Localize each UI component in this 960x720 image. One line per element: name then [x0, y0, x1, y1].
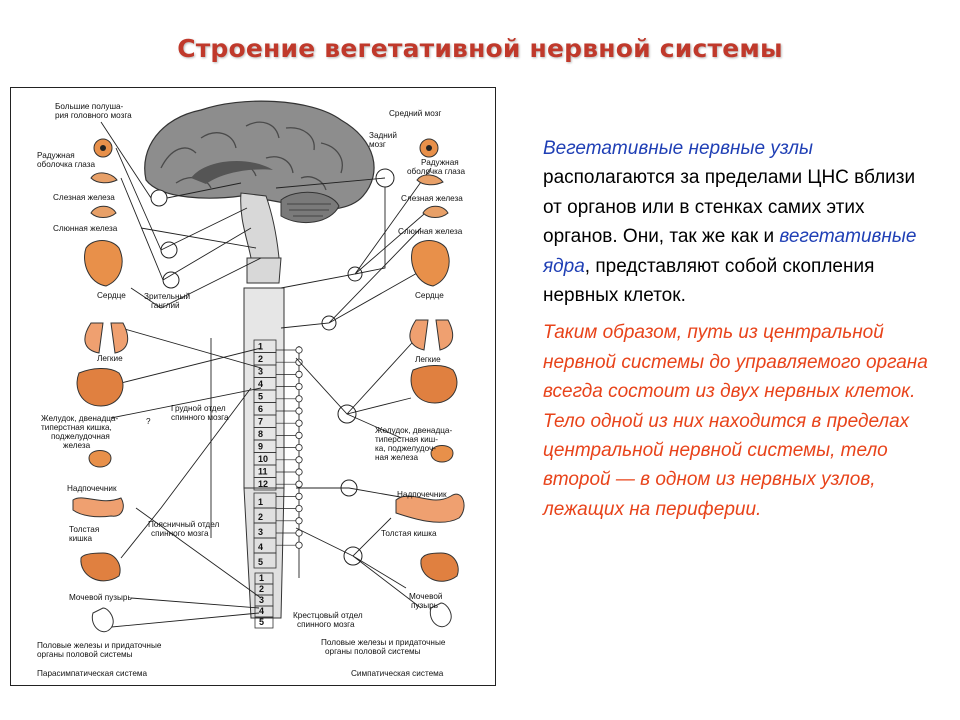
label-sacral: спинного мозга [297, 620, 355, 629]
thoracic-segment-number: 7 [258, 417, 263, 427]
chain-ganglion [296, 383, 302, 389]
label-genitals-right: Половые железы и придаточные [321, 638, 446, 647]
label-colon-left: Толстая [69, 525, 99, 534]
label-heart-left: Сердце [97, 291, 126, 300]
chain-ganglion [296, 518, 302, 524]
label-system-sympathetic: Симпатическая система [351, 669, 444, 678]
label-hemispheres: Большие полуша- [55, 102, 124, 111]
label-stomach-left: поджелудочная [51, 432, 110, 441]
chain-ganglion [296, 396, 302, 402]
sacral-segment-number: 5 [259, 617, 264, 627]
thoracic-segment-number: 11 [258, 467, 268, 477]
label-system-parasympathetic: Парасимпатическая система [37, 669, 148, 678]
thoracic-segment-number: 12 [258, 479, 268, 489]
chain-ganglion [296, 420, 302, 426]
label-iris-right: Радужная [421, 158, 459, 167]
label-genitals-left: Половые железы и придаточные [37, 641, 162, 650]
thoracic-segment-number: 5 [258, 392, 263, 402]
label-iris-left: Радужная [37, 151, 75, 160]
sacral-segment-number: 4 [259, 606, 264, 616]
label-colon-left: кишка [69, 534, 92, 543]
label-bladder-right: Мочевой [409, 592, 443, 601]
label-midbrain: Средний мозг [389, 109, 441, 118]
label-salivary-right: Слюнная железа [398, 227, 463, 236]
sacral-segment-number: 3 [259, 595, 264, 605]
label-sacral: Крестцовый отдел [293, 611, 363, 620]
spinal-cord [244, 258, 284, 618]
label-lacrimal-right: Слезная железа [401, 194, 463, 203]
label-bladder-left: Мочевой пузырь [69, 593, 132, 602]
label-colon-right: Толстая кишка [381, 529, 437, 538]
label-stomach-right: ная железа [375, 453, 418, 462]
label-stomach-right: Желудок, двенадца- [375, 426, 452, 435]
lumbar-segment-number: 2 [258, 512, 263, 522]
label-lumbar: Поясничный отдел [148, 520, 219, 529]
label-lungs-right: Легкие [415, 355, 441, 364]
paragraph-ganglia: Вегетативные нервные узлы располагаются … [543, 134, 933, 310]
lumbar-segment-number: 1 [258, 497, 263, 507]
chain-ganglion [296, 457, 302, 463]
sacral-segment-number: 2 [259, 584, 264, 594]
sacral-segment-number: 1 [259, 573, 264, 583]
chain-ganglion [296, 542, 302, 548]
chain-ganglion [296, 347, 302, 353]
term-ganglia: Вегетативные нервные узлы [543, 138, 813, 159]
label-genitals-left: органы половой системы [37, 650, 133, 659]
label-hindbrain: Задний [369, 131, 397, 140]
label-adrenal-right: Надпочечник [397, 490, 447, 499]
label-bladder-right: пузырь [411, 601, 438, 610]
thoracic-segment-number: 8 [258, 429, 263, 439]
chain-ganglion [296, 371, 302, 377]
paragraph-ganglia-text-b: , представляют собой скопления нервных к… [543, 256, 874, 306]
label-hindbrain: мозг [369, 140, 386, 149]
thoracic-segment-number: 2 [258, 354, 263, 364]
thoracic-segment-number: 9 [258, 442, 263, 452]
label-hemispheres: рия головного мозга [55, 111, 132, 120]
label-optic-ganglion: Зрительный [144, 292, 190, 301]
label-stomach-right: ка, поджелудоч- [375, 444, 436, 453]
label-stomach-left: железа [63, 441, 91, 450]
chain-ganglion [296, 469, 302, 475]
organs-left [73, 139, 128, 632]
chain-ganglion [296, 444, 302, 450]
label-iris-left: оболочка глаза [37, 160, 96, 169]
thoracic-segment-number: 4 [258, 379, 263, 389]
question-mark: ? [146, 417, 151, 426]
thoracic-segment-number: 1 [258, 342, 263, 352]
organs-right [396, 139, 464, 627]
label-genitals-right: органы половой системы [325, 647, 421, 656]
lumbar-segment-number: 4 [258, 542, 263, 552]
chain-ganglion [296, 481, 302, 487]
label-stomach-right: типерстная киш- [375, 435, 438, 444]
label-lungs-left: Легкие [97, 354, 123, 363]
chain-ganglion [296, 359, 302, 365]
slide-title: Строение вегетативной нервной системы [0, 34, 960, 63]
label-optic-ganglion: ганглий [151, 301, 180, 310]
label-lacrimal-left: Слезная железа [53, 193, 115, 202]
label-lumbar: спинного мозга [151, 529, 209, 538]
chain-ganglion [296, 432, 302, 438]
label-adrenal-left: Надпочечник [67, 484, 117, 493]
label-salivary-left: Слюнная железа [53, 224, 118, 233]
lumbar-segment-number: 3 [258, 527, 263, 537]
thoracic-segment-number: 6 [258, 404, 263, 414]
chain-ganglion [296, 408, 302, 414]
lumbar-segment-number: 5 [258, 557, 263, 567]
label-thoracic: спинного мозга [171, 413, 229, 422]
chain-ganglion [296, 493, 302, 499]
thoracic-segment-number: 10 [258, 454, 268, 464]
explanation-text: Вегетативные нервные узлы располагаются … [543, 134, 933, 524]
chain-ganglion [296, 505, 302, 511]
label-stomach-left: Желудок, двенадца- [41, 414, 118, 423]
label-heart-right: Сердце [415, 291, 444, 300]
paragraph-conclusion: Таким образом, путь из центральной нервн… [543, 318, 933, 524]
label-stomach-left: типерстная кишка, [41, 423, 112, 432]
label-iris-right: оболочка глаза [407, 167, 466, 176]
label-thoracic: Грудной отдел [171, 404, 226, 413]
